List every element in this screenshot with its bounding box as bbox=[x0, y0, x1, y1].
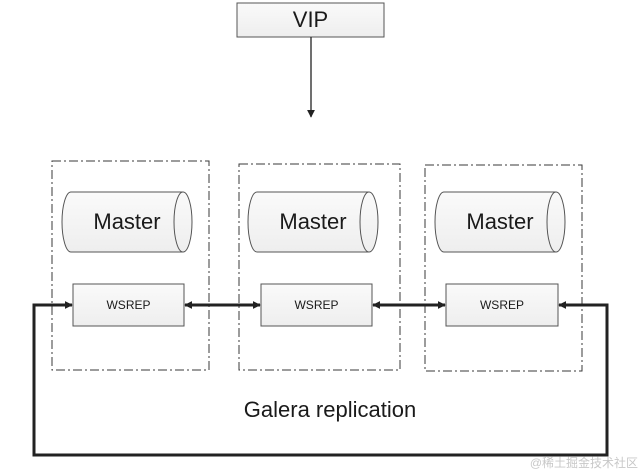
vip-label: VIP bbox=[292, 7, 329, 32]
master-drum-3 bbox=[434, 191, 566, 253]
master-label-1: Master bbox=[93, 209, 161, 234]
node-container-2 bbox=[238, 163, 401, 371]
master-drum-1 bbox=[61, 191, 193, 253]
wsrep-label-1: WSREP bbox=[106, 298, 151, 312]
master-label-3: Master bbox=[466, 209, 534, 234]
wsrep-label-3: WSREP bbox=[479, 298, 524, 312]
node-container-1 bbox=[51, 160, 210, 371]
replication-loop bbox=[32, 301, 609, 457]
replication-title: Galera replication bbox=[243, 397, 417, 422]
master-label-2: Master bbox=[279, 209, 347, 234]
wsrep-label-2: WSREP bbox=[294, 298, 339, 312]
master-drum-2 bbox=[247, 191, 379, 253]
node-container-3 bbox=[424, 164, 583, 372]
watermark: @稀土掘金技术社区 bbox=[529, 456, 638, 470]
vip-box bbox=[236, 2, 385, 38]
